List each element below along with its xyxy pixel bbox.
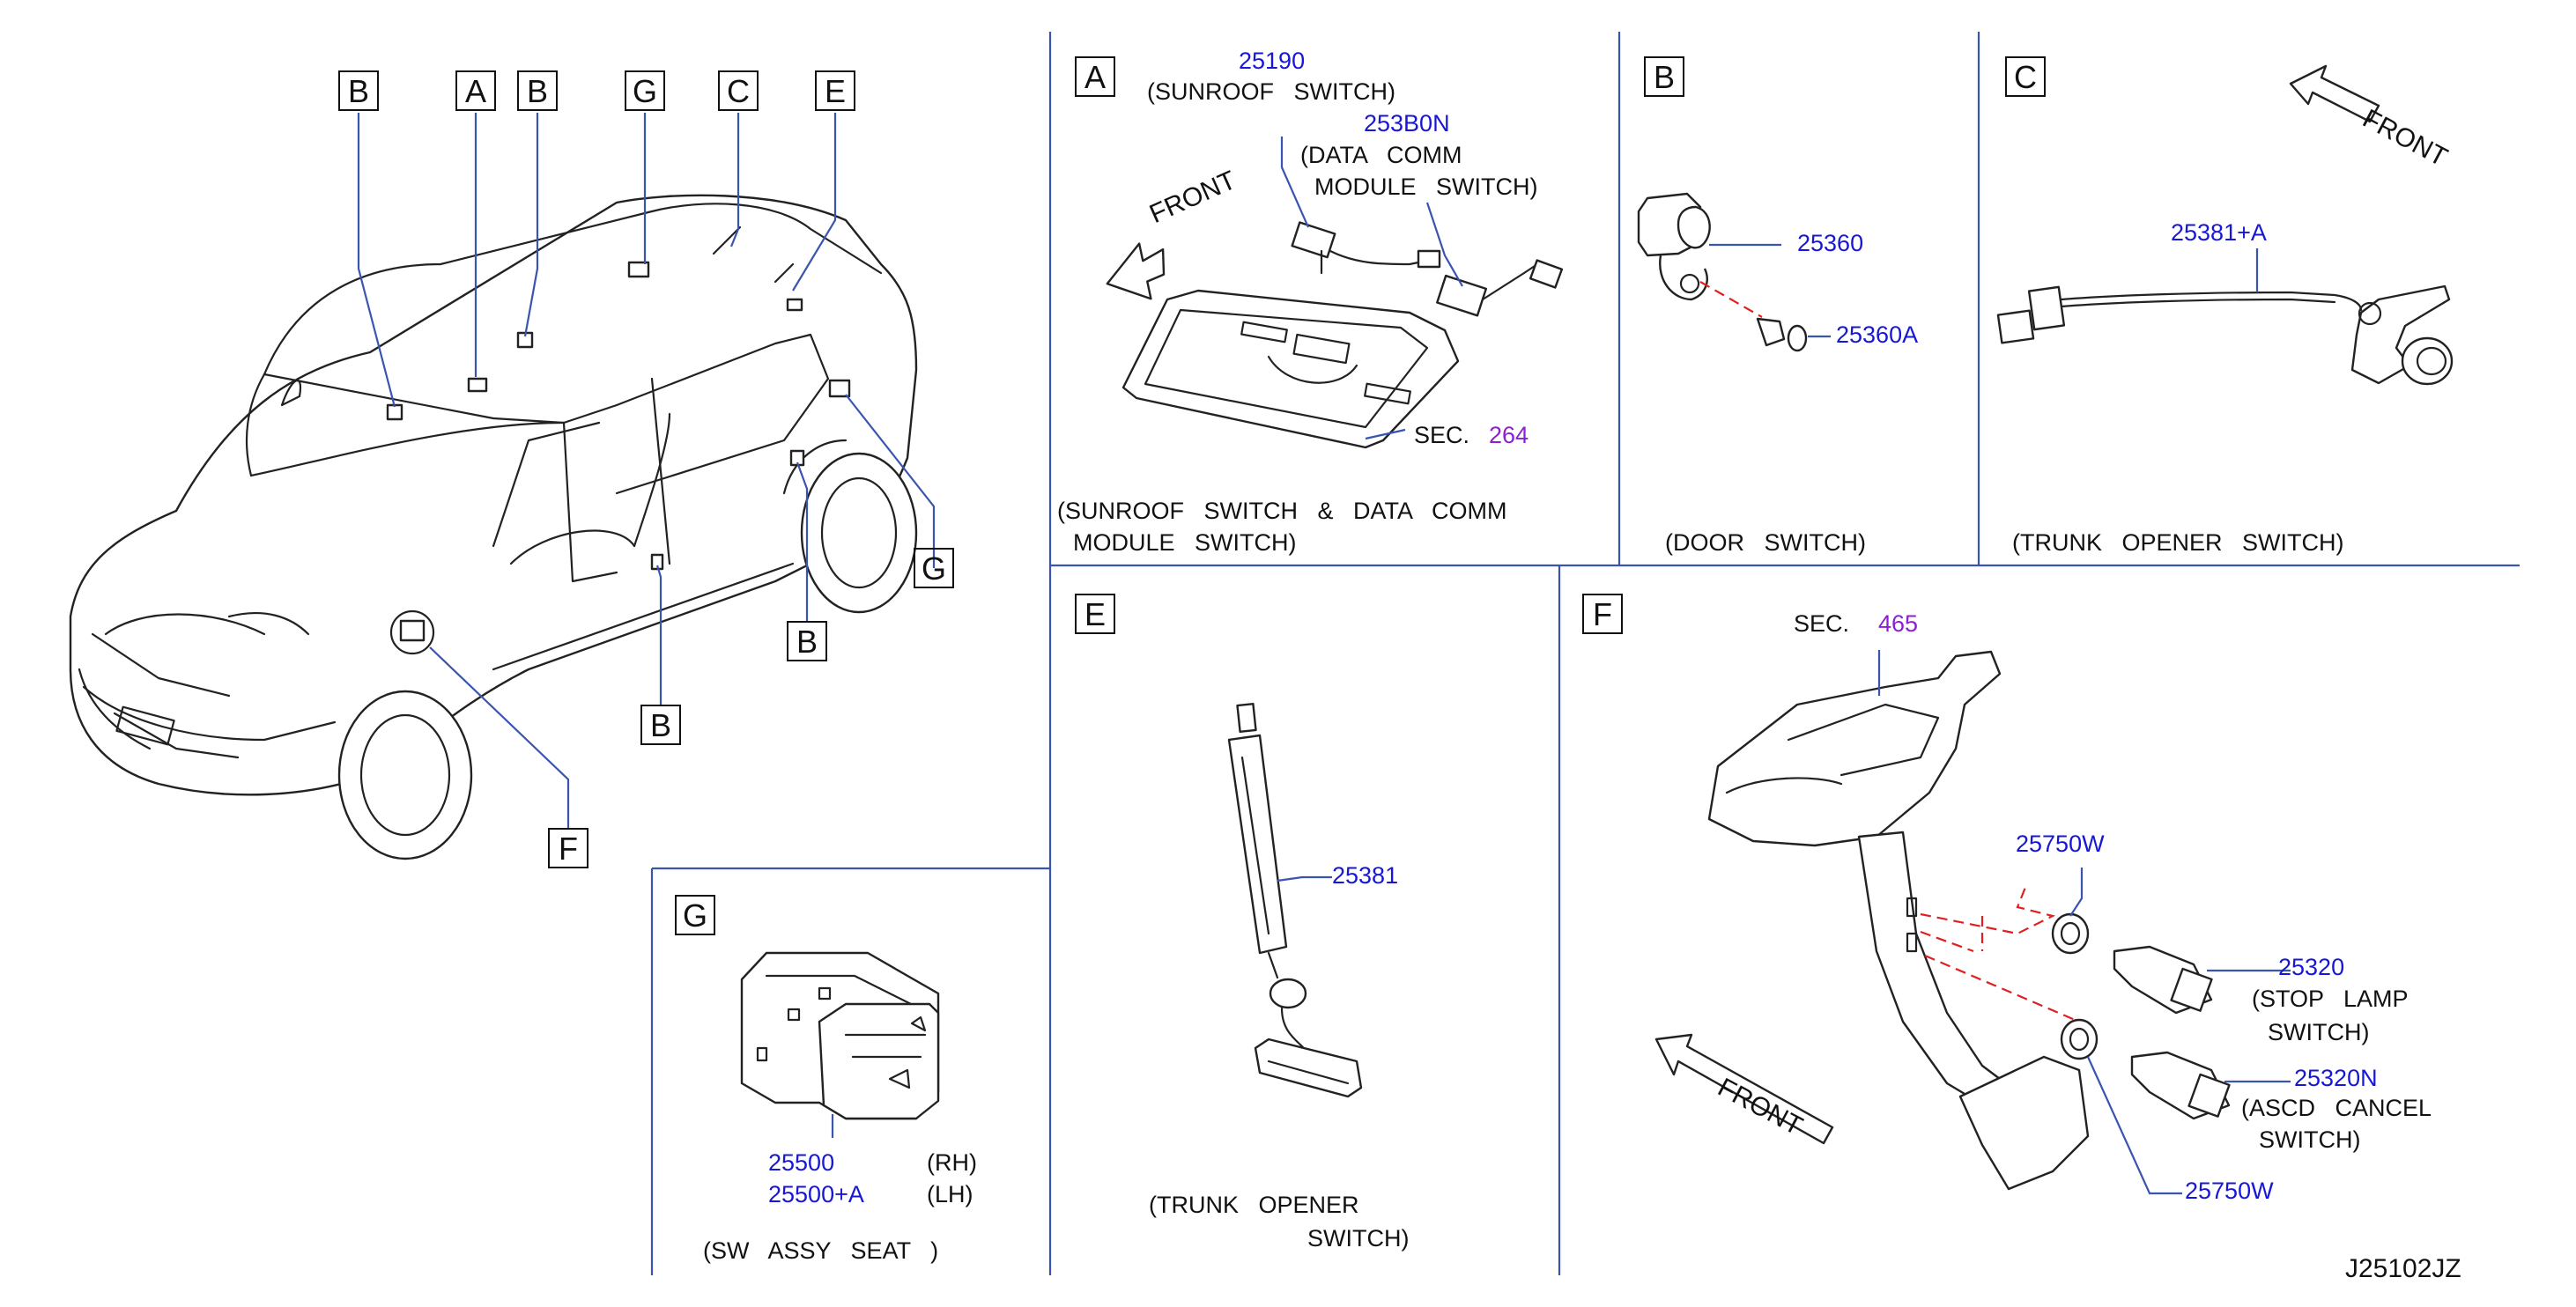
panel-e-drawing	[1227, 702, 1363, 1098]
part-number-25360a: 25360A	[1836, 321, 1919, 348]
door-switch-screw	[1756, 317, 1786, 347]
panel-label-b: B	[1644, 56, 1684, 97]
front-arrow-c	[2289, 64, 2380, 123]
switch-location-g1	[627, 261, 650, 278]
front-wheel	[337, 690, 473, 860]
callout-g-1: G	[625, 70, 665, 111]
callout-a: A	[455, 70, 496, 111]
brake-pedal-pad	[1958, 1055, 2090, 1191]
front-arrow-f	[1654, 1033, 1834, 1145]
trunk-opener-bar	[1227, 734, 1288, 955]
sec-number-465: 465	[1878, 610, 1919, 637]
clip-lower	[2060, 1018, 2099, 1060]
lh-label: (LH)	[927, 1181, 973, 1207]
stop-lamp-label-1: (STOP LAMP	[2252, 986, 2409, 1012]
panel-e-caption-2: SWITCH)	[1307, 1225, 1410, 1252]
part-number-25190: 25190	[1239, 48, 1306, 74]
sec-label-f: SEC.	[1794, 610, 1850, 637]
callout-f: F	[548, 828, 588, 868]
panel-dividers	[650, 32, 2520, 1275]
panel-c-drawing	[1996, 64, 2454, 386]
part-number-253b0n: 253B0N	[1364, 110, 1450, 137]
callout-g-2: G	[914, 548, 954, 588]
panel-label-f: F	[1582, 594, 1623, 634]
panel-b-leaders	[1709, 243, 1831, 338]
panel-label-g: G	[675, 895, 715, 935]
callout-b-2: B	[517, 70, 558, 111]
part-number-25750w-lower: 25750W	[2185, 1178, 2274, 1204]
panel-b-caption: (DOOR SWITCH)	[1665, 529, 1866, 556]
part-number-25750w-upper: 25750W	[2016, 831, 2105, 857]
switch-location-b4	[650, 553, 664, 571]
panel-e-leaders	[1277, 875, 1332, 882]
trunk-opener-base	[1254, 1037, 1363, 1098]
part-number-25381: 25381	[1332, 862, 1399, 889]
panel-e-caption-1: (TRUNK OPENER	[1149, 1192, 1359, 1218]
switch-location-b1	[386, 403, 403, 421]
data-comm-label-1: (DATA COMM	[1300, 142, 1462, 168]
sunroof-switch-label: (SUNROOF SWITCH)	[1147, 78, 1395, 105]
trunk-opener-switch	[2350, 284, 2451, 385]
trunk-opener-connector	[1996, 309, 2035, 344]
callout-b-4: B	[640, 705, 681, 745]
part-number-25500: 25500	[768, 1149, 835, 1176]
panel-g-caption: (SW ASSY SEAT )	[703, 1237, 939, 1264]
rear-wheel	[800, 452, 918, 614]
clip-upper	[2051, 912, 2090, 955]
vehicle-illustration	[69, 194, 918, 860]
main-leader-lines	[357, 113, 936, 828]
sunroof-switch	[1291, 221, 1336, 259]
part-number-25500a: 25500+A	[768, 1181, 864, 1207]
callout-e: E	[815, 70, 855, 111]
rh-label: (RH)	[927, 1149, 977, 1176]
panel-label-c: C	[2005, 56, 2046, 97]
part-number-25360: 25360	[1797, 230, 1864, 256]
pedal-bracket	[1707, 650, 2002, 847]
data-comm-switch	[1436, 274, 1488, 317]
panel-a-caption-2: MODULE SWITCH)	[1073, 529, 1297, 556]
panel-label-e: E	[1075, 594, 1115, 634]
sec-number-264: 264	[1489, 422, 1529, 448]
panel-label-a: A	[1075, 56, 1115, 97]
part-number-25320n: 25320N	[2294, 1065, 2378, 1091]
panel-f-leaders	[1877, 650, 2291, 1195]
stop-lamp-label-2: SWITCH)	[2268, 1019, 2370, 1045]
panel-c-caption: (TRUNK OPENER SWITCH)	[2012, 529, 2344, 556]
callout-c: C	[718, 70, 759, 111]
diagram-code: J25102JZ	[2345, 1254, 2461, 1283]
sec-label-a: SEC.	[1414, 422, 1470, 448]
switch-location-g2	[828, 379, 851, 398]
ascd-label-1: (ASCD CANCEL	[2241, 1095, 2432, 1121]
callout-b-1: B	[338, 70, 379, 111]
front-arrow-a	[1106, 242, 1166, 300]
panel-a-leaders	[1280, 137, 1463, 440]
part-number-25320: 25320	[2278, 954, 2345, 980]
panel-a-caption-1: (SUNROOF SWITCH & DATA COMM	[1057, 498, 1507, 524]
callout-b-3: B	[787, 621, 827, 661]
panel-f-drawing	[1654, 650, 2231, 1191]
panel-g-drawing	[740, 951, 940, 1120]
switch-location-f	[389, 609, 435, 655]
ascd-label-2: SWITCH)	[2259, 1126, 2361, 1153]
panel-a-drawing	[1106, 221, 1564, 449]
data-comm-label-2: MODULE SWITCH)	[1314, 174, 1538, 200]
brake-pedal-arm	[1857, 831, 2019, 1111]
part-number-25381a: 25381+A	[2171, 219, 2267, 246]
panel-b-drawing	[1637, 192, 1808, 352]
